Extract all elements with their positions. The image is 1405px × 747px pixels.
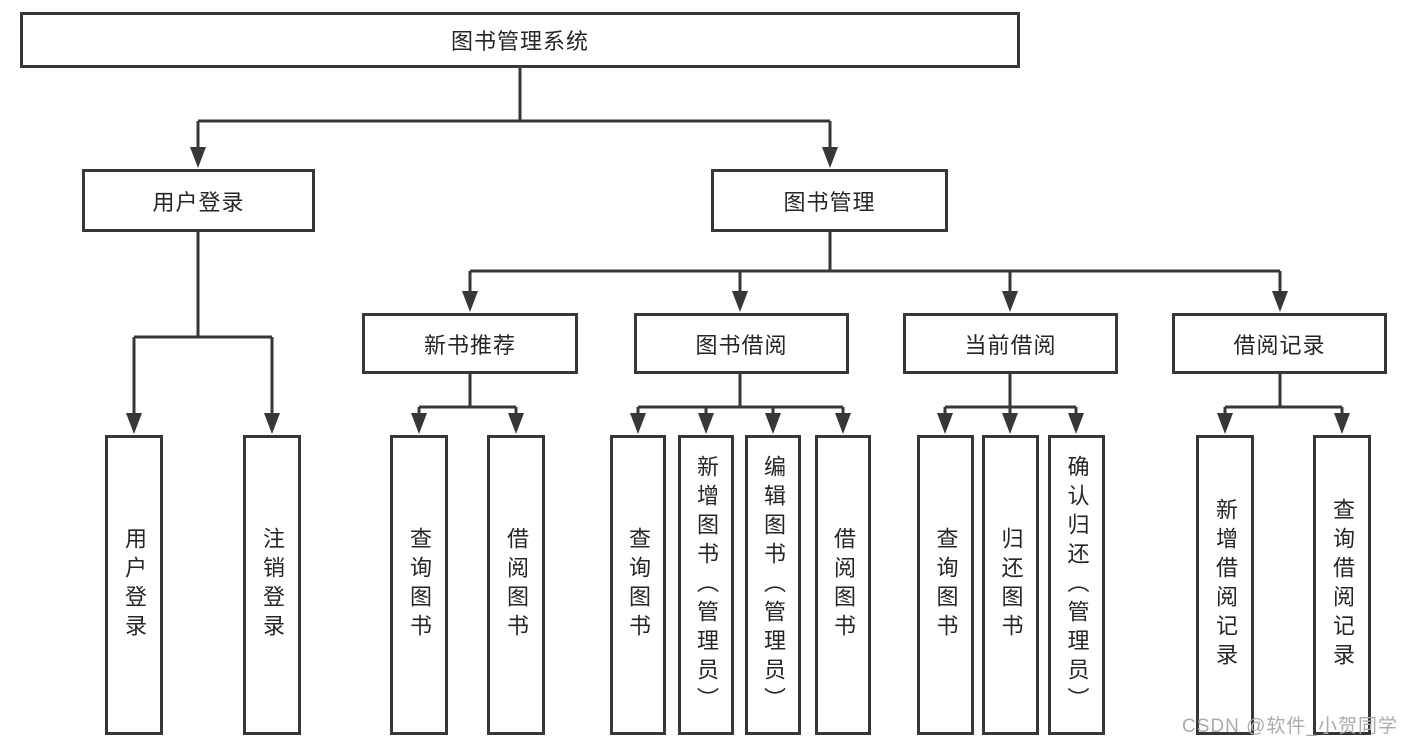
arrow-new-book-recommend [462, 291, 478, 312]
arrow-current-borrow [1002, 291, 1018, 312]
leaf-label: 查询图书 [933, 527, 959, 643]
leaf-label: 编辑图书（管理员） [761, 454, 786, 716]
arrow-leaf-query-borrow-record [1334, 413, 1350, 434]
leaf-query-borrow-record: 查询借阅记录 [1313, 435, 1371, 735]
leaf-label: 新增图书（管理员） [694, 454, 719, 716]
node-label: 用户登录 [152, 189, 245, 215]
connector-root [196, 68, 832, 150]
node-label: 图书管理系统 [450, 29, 589, 54]
leaf-user-login: 用户登录 [105, 435, 163, 735]
node-new-book-recommend: 新书推荐 [362, 313, 578, 374]
connector-new-book-recommend [417, 374, 518, 415]
arrow-leaf-add-borrow-record [1217, 413, 1233, 434]
arrow-book-borrow [732, 291, 748, 312]
leaf-confirm-return: 确认归还（管理员） [1048, 435, 1105, 735]
leaf-borrow-books-b: 借阅图书 [815, 435, 871, 735]
node-borrow-records: 借阅记录 [1172, 313, 1387, 374]
leaf-query-books-c: 查询图书 [917, 435, 974, 735]
leaf-label: 确认归还（管理员） [1064, 454, 1090, 716]
leaf-query-books-b: 查询图书 [610, 435, 666, 735]
leaf-return-books: 归还图书 [982, 435, 1039, 735]
arrow-leaf-logout [264, 413, 280, 434]
connector-book-borrow [636, 374, 845, 415]
node-label: 借阅记录 [1233, 332, 1326, 358]
leaf-label: 查询借阅记录 [1330, 498, 1355, 672]
arrow-leaf-query-books-b [630, 413, 646, 434]
arrow-leaf-edit-books [765, 413, 781, 434]
csdn-watermark: CSDN @软件_小贺同学 [1182, 716, 1398, 737]
connector-current-borrow [943, 374, 1078, 415]
node-user-login: 用户登录 [82, 169, 315, 232]
leaf-logout: 注销登录 [243, 435, 301, 735]
arrow-leaf-user-login [126, 413, 142, 434]
leaf-label: 查询图书 [626, 527, 651, 643]
arrow-leaf-add-books [698, 413, 714, 434]
arrow-user-login [190, 147, 206, 168]
node-label: 当前借阅 [964, 332, 1057, 358]
node-library-system: 图书管理系统 [20, 12, 1020, 68]
leaf-label: 查询图书 [407, 527, 432, 643]
node-label: 图书管理 [783, 189, 876, 215]
node-label: 图书借阅 [695, 332, 788, 358]
arrow-leaf-query-books-a [411, 413, 427, 434]
leaf-edit-books: 编辑图书（管理员） [745, 435, 801, 735]
arrow-borrow-records [1272, 291, 1288, 312]
node-current-borrow: 当前借阅 [903, 313, 1118, 374]
leaf-add-borrow-record: 新增借阅记录 [1196, 435, 1254, 735]
connector-user-login [132, 232, 274, 415]
node-book-borrow: 图书借阅 [634, 313, 849, 374]
leaf-label: 新增借阅记录 [1213, 498, 1238, 672]
leaf-label: 归还图书 [998, 527, 1024, 643]
leaf-borrow-books-a: 借阅图书 [487, 435, 545, 735]
arrow-book-management [822, 147, 838, 168]
arrow-leaf-confirm-return [1068, 413, 1084, 434]
leaf-label: 借阅图书 [504, 527, 529, 643]
node-book-management: 图书管理 [711, 169, 948, 232]
leaf-add-books: 新增图书（管理员） [678, 435, 734, 735]
connector-borrow-records [1223, 374, 1344, 415]
leaf-query-books-a: 查询图书 [390, 435, 448, 735]
arrow-leaf-return-books [1002, 413, 1018, 434]
leaf-label: 用户登录 [122, 527, 147, 643]
leaf-label: 注销登录 [260, 527, 285, 643]
arrow-leaf-borrow-books-a [508, 413, 524, 434]
arrow-leaf-query-books-c [937, 413, 953, 434]
connector-book-management [468, 232, 1282, 293]
node-label: 新书推荐 [423, 332, 516, 358]
leaf-label: 借阅图书 [831, 527, 856, 643]
arrow-leaf-borrow-books-b [835, 413, 851, 434]
